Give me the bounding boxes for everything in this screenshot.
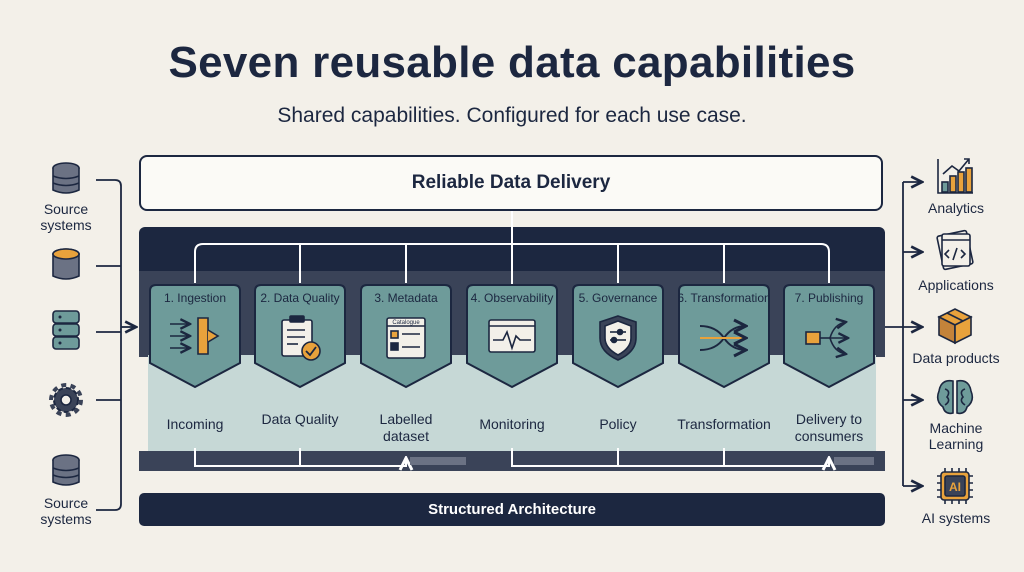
- consumer-label-applications: Applications: [918, 277, 994, 293]
- structured-architecture-label: Structured Architecture: [428, 501, 596, 518]
- package-box-icon: [937, 308, 973, 345]
- capability-output-labelled-dataset: Labelled dataset: [379, 411, 433, 444]
- monitor-pulse-icon: [488, 319, 536, 353]
- shield-icon: [599, 315, 637, 361]
- capability-title-data-quality: 2. Data Quality: [260, 291, 340, 305]
- capability-title-ingestion: 1. Ingestion: [163, 291, 227, 305]
- capability-output-incoming: Incoming: [166, 416, 224, 432]
- brain-icon: [936, 379, 974, 415]
- bar-chart-icon: [937, 158, 973, 194]
- capability-badge-7: [783, 284, 875, 389]
- clipboard-check-icon: [281, 315, 321, 361]
- capability-badge-6: [678, 284, 770, 389]
- shuffle-arrows-icon: [699, 326, 746, 350]
- capability-title-observability: 4. Observability: [470, 291, 554, 305]
- structured-architecture-bar: Structured Architecture: [139, 493, 885, 526]
- ingestion-arrows-icon: [170, 317, 220, 355]
- capability-title-transformation: 6. Transformation: [677, 291, 771, 305]
- collector-lines: [194, 448, 874, 466]
- database-icon: [52, 454, 80, 486]
- catalogue-icon: Catalogue: [386, 317, 426, 359]
- capability-badge-1: [149, 284, 241, 389]
- source-label-top: Source systems: [40, 201, 92, 233]
- capability-output-policy: Policy: [599, 416, 637, 432]
- server-stack-icon: [52, 310, 80, 350]
- capability-output-transformation: Transformation: [677, 416, 771, 432]
- capability-title-publishing: 7. Publishing: [794, 291, 864, 305]
- database-accent-icon: [52, 248, 80, 280]
- ai-chip-icon-text: AI: [949, 480, 961, 494]
- consumer-label-machine-learning: Machine Learning: [928, 420, 984, 452]
- reliable-data-delivery-box: Reliable Data Delivery: [139, 155, 883, 211]
- ai-chip-icon: AI: [937, 468, 973, 504]
- source-connectors: [96, 179, 136, 511]
- capability-output-data-quality: Data Quality: [261, 411, 339, 427]
- page-title: Seven reusable data capabilities: [168, 38, 856, 87]
- capability-output-monitoring: Monitoring: [479, 416, 545, 432]
- consumer-icons: AI: [936, 158, 974, 504]
- capability-title-governance: 5. Governance: [578, 291, 658, 305]
- publish-branch-icon: [805, 322, 848, 354]
- consumer-connectors: [885, 182, 922, 486]
- capability-title-metadata: 3. Metadata: [374, 291, 438, 305]
- code-window-icon: [936, 229, 974, 271]
- database-icon: [52, 162, 80, 194]
- source-icons: [49, 162, 83, 486]
- capability-output-delivery: Delivery to consumers: [794, 411, 864, 444]
- page-subtitle: Shared capabilities. Configured for each…: [277, 104, 747, 127]
- gear-icon: [49, 383, 83, 417]
- source-label-bottom: Source systems: [40, 495, 92, 527]
- reliable-data-delivery-label: Reliable Data Delivery: [411, 172, 611, 193]
- distribution-lines: [194, 211, 830, 285]
- consumer-label-analytics: Analytics: [927, 200, 985, 216]
- consumer-label-ai-systems: AI systems: [921, 510, 991, 526]
- catalogue-icon-text: Catalogue: [392, 320, 420, 326]
- consumer-label-data-products: Data products: [912, 350, 1000, 366]
